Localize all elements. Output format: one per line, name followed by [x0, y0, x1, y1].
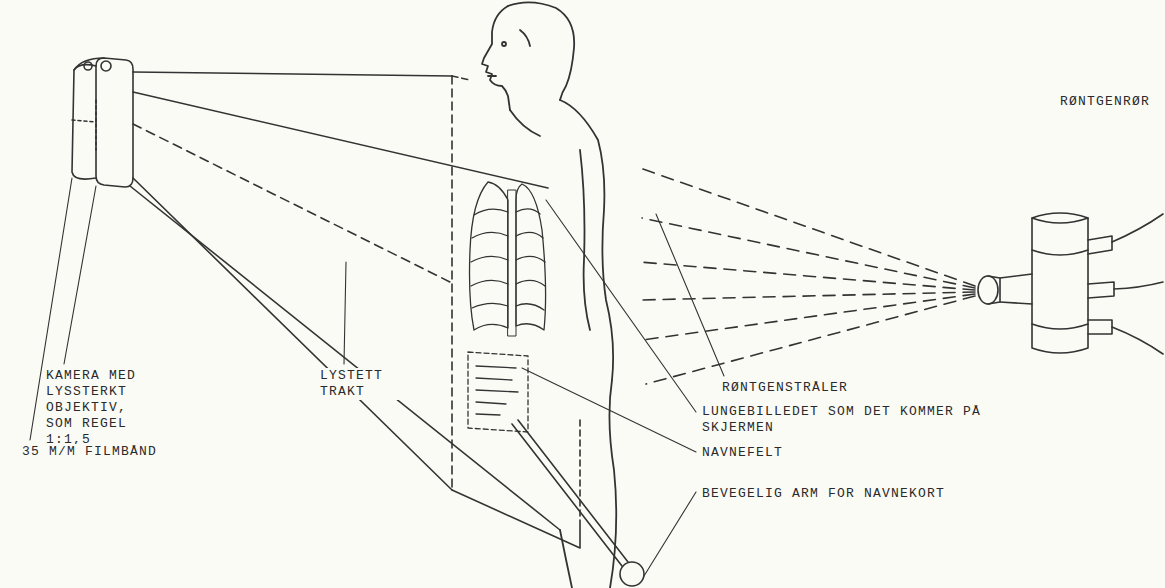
lung-image-label: LUNGEBILLEDET SOM DET KOMMER PÅ SKJERMEN — [700, 404, 1004, 436]
name-field-label: NAVNEFELT — [700, 445, 785, 461]
fluorescent-screen — [452, 76, 580, 548]
lung-image — [470, 182, 546, 336]
tube-label: RØNTGENRØR — [1058, 94, 1152, 110]
x-ray-tube — [978, 213, 1163, 354]
x-ray-beams — [640, 168, 975, 384]
movable-arm — [512, 420, 644, 586]
leader-lines — [30, 178, 724, 576]
camera — [72, 58, 133, 187]
light-tight-funnel — [130, 72, 560, 530]
arm-label: BEVEGELIG ARM FOR NAVNEKORT — [700, 486, 947, 502]
funnel-label: LYSTETT TRAKT — [318, 368, 406, 400]
camera-label: KAMERA MED LYSSTERKT OBJEKTIV, SOM REGEL… — [44, 368, 160, 448]
film-label: 35 M/M FILMBÅND — [20, 444, 159, 460]
x-ray-label: RØNTGENSTRÅLER — [720, 380, 850, 396]
person — [482, 2, 616, 588]
